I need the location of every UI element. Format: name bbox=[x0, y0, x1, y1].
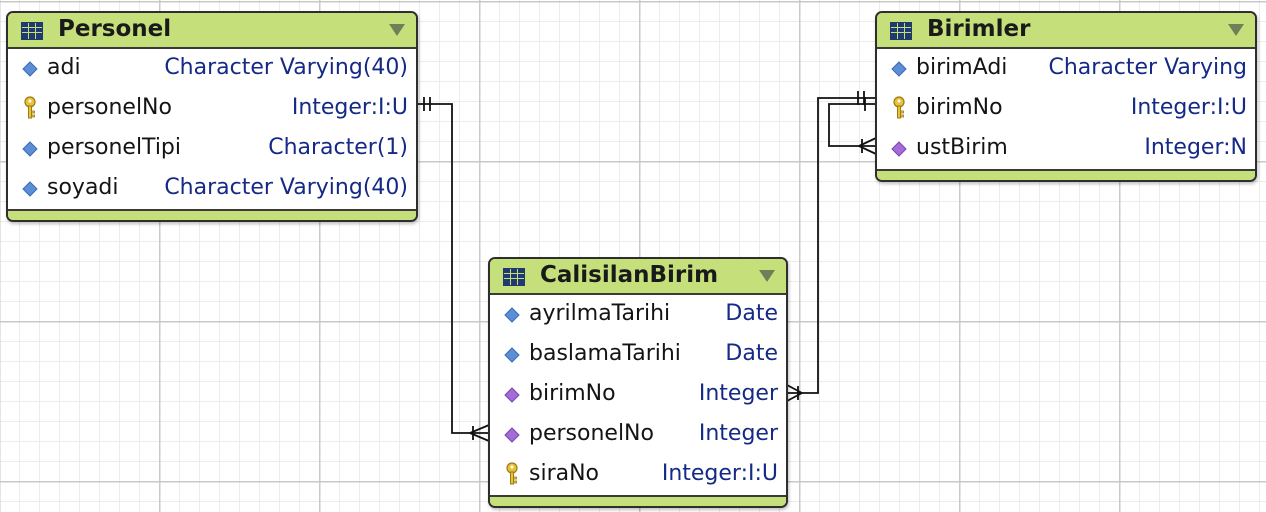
entity-header[interactable]: Birimler bbox=[877, 13, 1255, 49]
attribute-name: adi bbox=[47, 55, 81, 80]
entity-header[interactable]: CalisilanBirim bbox=[490, 259, 786, 295]
attribute-type: Integer bbox=[698, 381, 778, 406]
attribute-type: Integer:N bbox=[1144, 135, 1247, 160]
attribute-row[interactable]: ayrilmaTarihi Date bbox=[490, 295, 786, 335]
attribute-name: personelTipi bbox=[47, 135, 182, 160]
attribute-type: Integer:I:U bbox=[1130, 95, 1247, 120]
entity-personel[interactable]: Personel adi Character Varying(40) perso… bbox=[6, 11, 418, 222]
blue-diamond-icon bbox=[22, 141, 38, 157]
entity-birimler[interactable]: Birimler birimAdi Character Varying biri… bbox=[875, 11, 1257, 182]
key-icon bbox=[506, 462, 518, 485]
entity-title: Birimler bbox=[927, 16, 1031, 42]
entity-calisilanbirim[interactable]: CalisilanBirim ayrilmaTarihi Date baslam… bbox=[488, 257, 788, 508]
collapse-arrow-icon[interactable] bbox=[1228, 24, 1244, 36]
attribute-name: soyadi bbox=[47, 175, 119, 200]
key-icon bbox=[893, 96, 905, 119]
blue-diamond-icon bbox=[504, 307, 520, 323]
attribute-type: Integer bbox=[698, 421, 778, 446]
attribute-name: siraNo bbox=[529, 461, 600, 486]
rel-birimler-self bbox=[828, 103, 876, 147]
attribute-name: baslamaTarihi bbox=[529, 341, 681, 366]
attribute-type: Character Varying bbox=[1048, 55, 1247, 80]
attribute-type: Character(1) bbox=[268, 135, 408, 160]
attribute-type: Integer:I:U bbox=[661, 461, 778, 486]
attribute-row[interactable]: siraNo Integer:I:U bbox=[490, 455, 786, 495]
attribute-row[interactable]: soyadi Character Varying(40) bbox=[8, 169, 416, 209]
attribute-name: birimNo bbox=[916, 95, 1003, 120]
entity-footer bbox=[8, 209, 416, 220]
entity-footer bbox=[490, 495, 786, 506]
attribute-name: birimAdi bbox=[916, 55, 1008, 80]
attribute-type: Date bbox=[725, 341, 778, 366]
blue-diamond-icon bbox=[22, 181, 38, 197]
attribute-name: personelNo bbox=[47, 95, 172, 120]
rel-calisilanbirim-birimler bbox=[787, 97, 876, 394]
attribute-row[interactable]: adi Character Varying(40) bbox=[8, 49, 416, 89]
collapse-arrow-icon[interactable] bbox=[389, 24, 405, 36]
attribute-row[interactable]: personelTipi Character(1) bbox=[8, 129, 416, 169]
attribute-name: birimNo bbox=[529, 381, 616, 406]
crowfoot-mark bbox=[786, 384, 803, 394]
attribute-row[interactable]: birimNo Integer:I:U bbox=[877, 89, 1255, 129]
purple-diamond-icon bbox=[891, 141, 907, 157]
attribute-type: Date bbox=[725, 301, 778, 326]
attribute-row[interactable]: personelNo Integer bbox=[490, 415, 786, 455]
attribute-type: Character Varying(40) bbox=[164, 55, 408, 80]
attribute-name: ustBirim bbox=[916, 135, 1008, 160]
rel-personel-calisilanbirim bbox=[417, 103, 489, 434]
attribute-row[interactable]: ustBirim Integer:N bbox=[877, 129, 1255, 169]
attribute-row[interactable]: baslamaTarihi Date bbox=[490, 335, 786, 375]
attribute-type: Integer:I:U bbox=[291, 95, 408, 120]
attribute-row[interactable]: birimAdi Character Varying bbox=[877, 49, 1255, 89]
purple-diamond-icon bbox=[504, 387, 520, 403]
attribute-type: Character Varying(40) bbox=[164, 175, 408, 200]
table-icon bbox=[503, 268, 525, 286]
crowfoot-mark bbox=[786, 392, 803, 402]
entity-footer bbox=[877, 169, 1255, 180]
blue-diamond-icon bbox=[22, 61, 38, 77]
key-icon bbox=[24, 96, 36, 119]
entity-header[interactable]: Personel bbox=[8, 13, 416, 49]
attribute-name: ayrilmaTarihi bbox=[529, 301, 671, 326]
table-icon bbox=[890, 22, 912, 40]
purple-diamond-icon bbox=[504, 427, 520, 443]
collapse-arrow-icon[interactable] bbox=[759, 270, 775, 282]
attribute-row[interactable]: birimNo Integer bbox=[490, 375, 786, 415]
attribute-row[interactable]: personelNo Integer:I:U bbox=[8, 89, 416, 129]
blue-diamond-icon bbox=[891, 61, 907, 77]
entity-title: Personel bbox=[58, 16, 172, 42]
blue-diamond-icon bbox=[504, 347, 520, 363]
entity-title: CalisilanBirim bbox=[540, 262, 719, 288]
table-icon bbox=[21, 22, 43, 40]
attribute-name: personelNo bbox=[529, 421, 654, 446]
